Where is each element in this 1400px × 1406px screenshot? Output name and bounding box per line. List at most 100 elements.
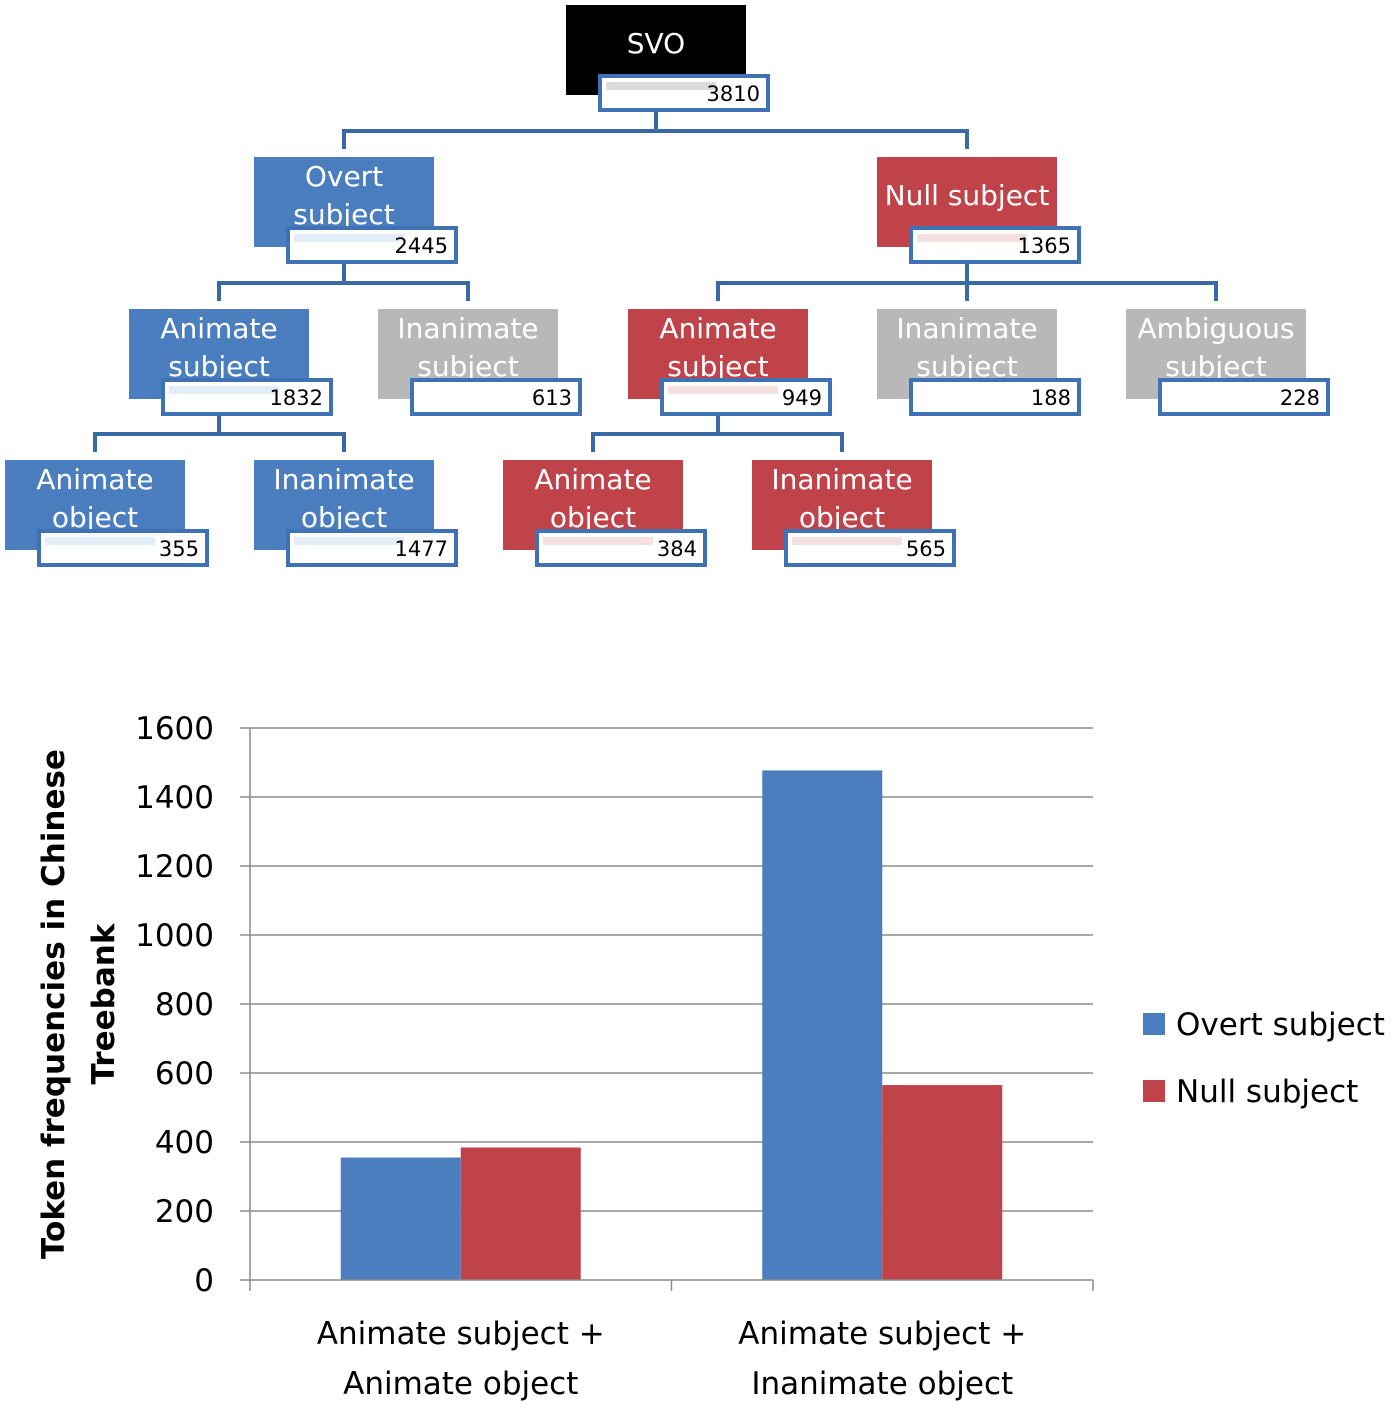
count-value: 1365: [1018, 234, 1071, 258]
y-tick-label: 800: [155, 987, 214, 1023]
tree-node-null-ambiguous: Ambiguous subject 228: [1126, 309, 1330, 416]
x-category-label: Inanimate object: [751, 1366, 1013, 1402]
y-tick-label: 200: [155, 1194, 214, 1230]
y-tick-label: 600: [155, 1056, 214, 1092]
count-box: [909, 378, 1081, 416]
legend-label: Null subject: [1176, 1074, 1358, 1110]
count-box: [660, 378, 832, 416]
tree-node-null-animate-animobj: Animate object 384: [503, 460, 707, 567]
node-label-line: Animate: [534, 463, 651, 496]
bar-null-subject-1: [882, 1085, 1003, 1280]
count-box-shade: [418, 386, 528, 394]
node-label-line: Ambiguous: [1138, 312, 1295, 345]
count-box: [1158, 378, 1330, 416]
count-box-shade: [606, 82, 716, 90]
count-box-shade: [668, 386, 778, 394]
y-axis-label: Token frequencies in Chinese Treebank: [36, 749, 122, 1259]
x-category-labels: Animate subject + Animate object Animate s…: [317, 1316, 1026, 1402]
node-label-line: Animate: [160, 312, 277, 345]
node-label: SVO: [627, 27, 685, 60]
count-box-shade: [1166, 386, 1276, 394]
count-box: [410, 378, 582, 416]
count-box: [161, 378, 333, 416]
node-label-line: subject: [417, 350, 519, 383]
tree-connectors: [93, 107, 1218, 452]
node-label-line: object: [301, 501, 387, 534]
tree-node-svo: SVO 3810: [566, 5, 770, 112]
node-label-line: subject: [916, 350, 1018, 383]
count-value: 188: [1031, 386, 1071, 410]
chart-bars: [340, 770, 1003, 1280]
y-tick-label: 1000: [135, 918, 214, 954]
count-box-shade: [45, 537, 155, 545]
count-box-shade: [792, 537, 902, 545]
count-value: 949: [782, 386, 822, 410]
legend-swatch: [1143, 1080, 1165, 1102]
count-box: [286, 226, 458, 264]
connector-null-animate: [591, 411, 844, 452]
count-value: 565: [906, 537, 946, 561]
node-label-line: subject: [168, 350, 270, 383]
x-category-label: Animate object: [343, 1366, 578, 1402]
count-value: 3810: [707, 82, 760, 106]
count-box-shade: [294, 234, 404, 242]
count-box: [37, 529, 209, 567]
legend-label: Overt subject: [1176, 1007, 1385, 1043]
node-label: Null subject: [885, 179, 1050, 212]
tree-node-overt-animate-inanimobj: Inanimate object 1477: [254, 460, 458, 567]
count-box-shade: [169, 386, 279, 394]
tree-node-null: Null subject 1365: [877, 157, 1081, 264]
count-box: [909, 226, 1081, 264]
connector-svo: [342, 107, 969, 149]
count-value: 1477: [395, 537, 448, 561]
connector-overt: [217, 259, 470, 301]
node-label-line: object: [550, 501, 636, 534]
count-box: [535, 529, 707, 567]
x-category-label: Animate subject +: [317, 1316, 605, 1352]
count-value: 2445: [395, 234, 448, 258]
count-value: 1832: [270, 386, 323, 410]
node-label-line: subject: [293, 198, 395, 231]
y-tick-label: 400: [155, 1125, 214, 1161]
y-axis-label-line: Token frequencies in Chinese: [36, 749, 72, 1259]
y-tick-label: 0: [194, 1263, 214, 1299]
connector-null: [716, 259, 1218, 301]
node-label-line: subject: [1165, 350, 1267, 383]
tree-node-null-animate: Animate subject 949: [628, 309, 832, 416]
node-label-line: object: [52, 501, 138, 534]
node-label-line: Animate: [659, 312, 776, 345]
bar-null-subject-0: [460, 1147, 581, 1280]
node-label-line: subject: [667, 350, 769, 383]
count-value: 355: [159, 537, 199, 561]
node-label-line: Inanimate: [273, 463, 414, 496]
tree-node-null-animate-inanimobj: Inanimate object 565: [752, 460, 956, 567]
chart-axes: [240, 727, 1094, 1291]
y-axis-label-line: Treebank: [86, 922, 122, 1084]
count-box-shade: [543, 537, 653, 545]
y-tick-label: 1200: [135, 849, 214, 885]
count-value: 613: [532, 386, 572, 410]
y-tick-label: 1600: [135, 711, 214, 747]
node-label-line: Overt: [305, 160, 383, 193]
bar-overt-subject-0: [340, 1157, 461, 1280]
count-box: [784, 529, 956, 567]
node-label-line: Animate: [36, 463, 153, 496]
node-label-line: object: [799, 501, 885, 534]
legend-swatch: [1143, 1013, 1165, 1035]
count-value: 228: [1280, 386, 1320, 410]
count-box-shade: [917, 386, 1027, 394]
count-value: 384: [657, 537, 697, 561]
count-box: [286, 529, 458, 567]
bar-overt-subject-1: [762, 770, 883, 1280]
x-category-label: Animate subject +: [738, 1316, 1026, 1352]
node-label-line: Inanimate: [771, 463, 912, 496]
